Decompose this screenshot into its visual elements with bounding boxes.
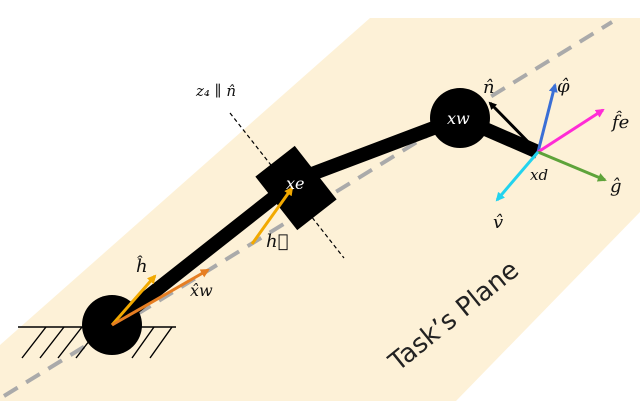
x-w-hat-label: x̂w [190, 281, 213, 300]
g-hat-arrow [537, 150, 607, 182]
f-e-hat-arrow [537, 108, 605, 154]
z4-parallel-n-label: z₄ ∥ n̂ [195, 82, 236, 100]
v-hat-arrow [495, 151, 540, 202]
x-d-label: xd [530, 166, 548, 184]
f-e-hat-label: f̂e [610, 110, 629, 133]
n-hat-label: n̂ [483, 77, 495, 98]
phi-hat-label: φ̂ [557, 76, 570, 97]
v-hat-label: v̂ [493, 212, 503, 233]
n-hat-arrow [488, 101, 540, 154]
x-e-label: xe [286, 174, 305, 193]
wrist-joint [430, 88, 490, 148]
x-w-hat-arrow [111, 268, 210, 327]
phi-hat-arrow [536, 83, 558, 153]
h-hat-label: ĥ [136, 254, 148, 277]
robot-links [107, 111, 541, 331]
h-hat-arrow [110, 274, 157, 326]
x-w-label: xw [447, 109, 470, 128]
g-hat-label: ĝ [610, 176, 622, 197]
h-vector-label: h⃗ [266, 231, 288, 252]
end-effector-block [255, 145, 337, 231]
h-vector-arrow [250, 186, 294, 245]
